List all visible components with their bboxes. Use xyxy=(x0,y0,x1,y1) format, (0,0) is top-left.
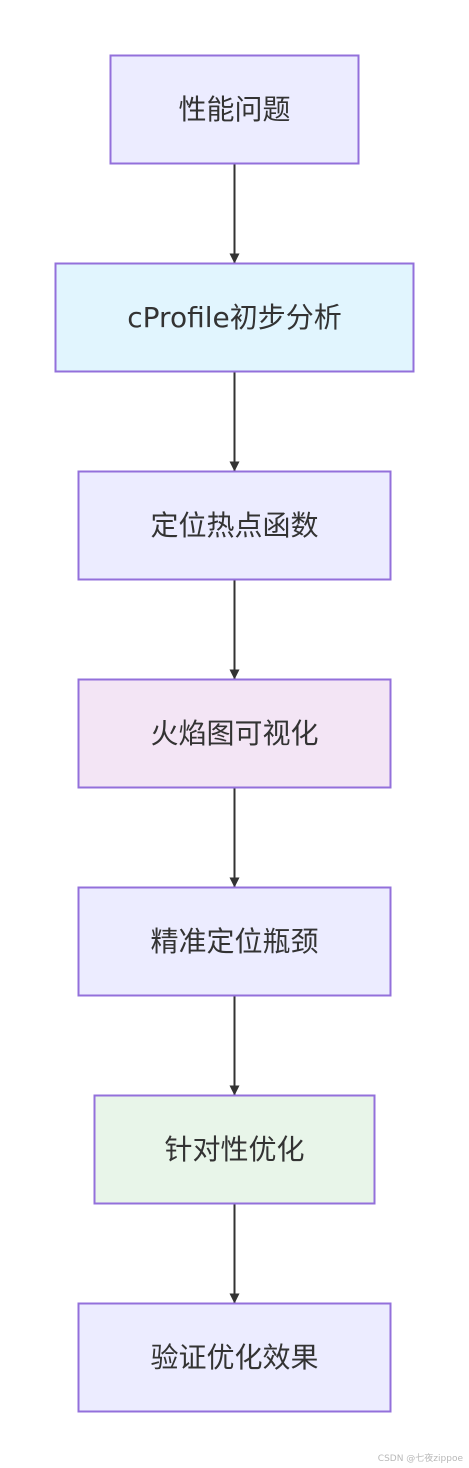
flow-node-box xyxy=(77,1302,392,1413)
flow-node-box xyxy=(77,678,392,789)
flow-node-5: 精准定位瓶颈 xyxy=(77,886,392,997)
flow-node-label: 针对性优化 xyxy=(164,1133,304,1166)
flow-node-7: 验证优化效果 xyxy=(77,1302,392,1413)
flow-node-box xyxy=(77,886,392,997)
flow-node-3: 定位热点函数 xyxy=(77,470,392,581)
watermark: CSDN @七夜zippoe xyxy=(377,1454,463,1464)
flow-node-label: 定位热点函数 xyxy=(150,509,318,542)
flow-node-box xyxy=(77,470,392,581)
flow-node-4: 火焰图可视化 xyxy=(77,678,392,789)
flow-node-box xyxy=(109,54,360,165)
flow-node-box xyxy=(93,1094,376,1205)
flow-node-6: 针对性优化 xyxy=(93,1094,376,1205)
nodes: 性能问题 cProfile初步分析定位热点函数火焰图可视化精准定位瓶颈针对性优化验… xyxy=(54,54,415,1413)
flow-node-2: cProfile初步分析 xyxy=(54,262,415,373)
flow-node-box xyxy=(54,262,415,373)
flow-node-label: 精准定位瓶颈 xyxy=(150,925,318,958)
flow-node-label: 火焰图可视化 xyxy=(150,717,318,750)
flow-node-label: cProfile初步分析 xyxy=(127,301,341,334)
flow-node-label: 验证优化效果 xyxy=(150,1341,318,1374)
flow-node-label: 性能问题 xyxy=(178,93,290,126)
flow-node-1: 性能问题 xyxy=(109,54,360,165)
